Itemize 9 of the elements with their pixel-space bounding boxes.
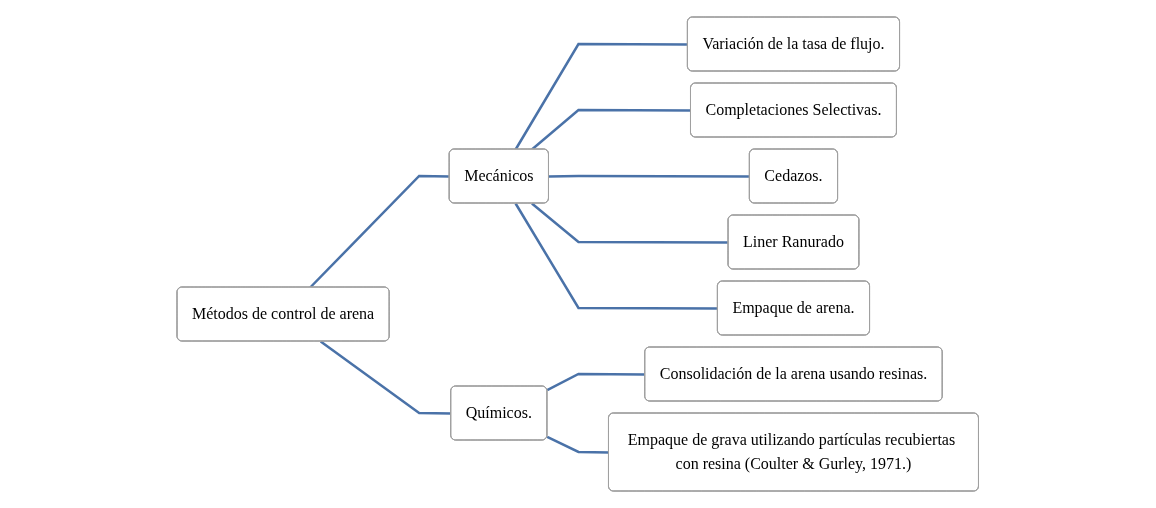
connector [531,108,692,151]
connector [549,174,751,178]
connector [531,202,729,244]
connector [514,42,689,151]
connector [546,372,646,392]
connector [546,435,610,454]
connector [514,202,719,310]
connector [320,340,452,415]
connector [309,174,450,289]
